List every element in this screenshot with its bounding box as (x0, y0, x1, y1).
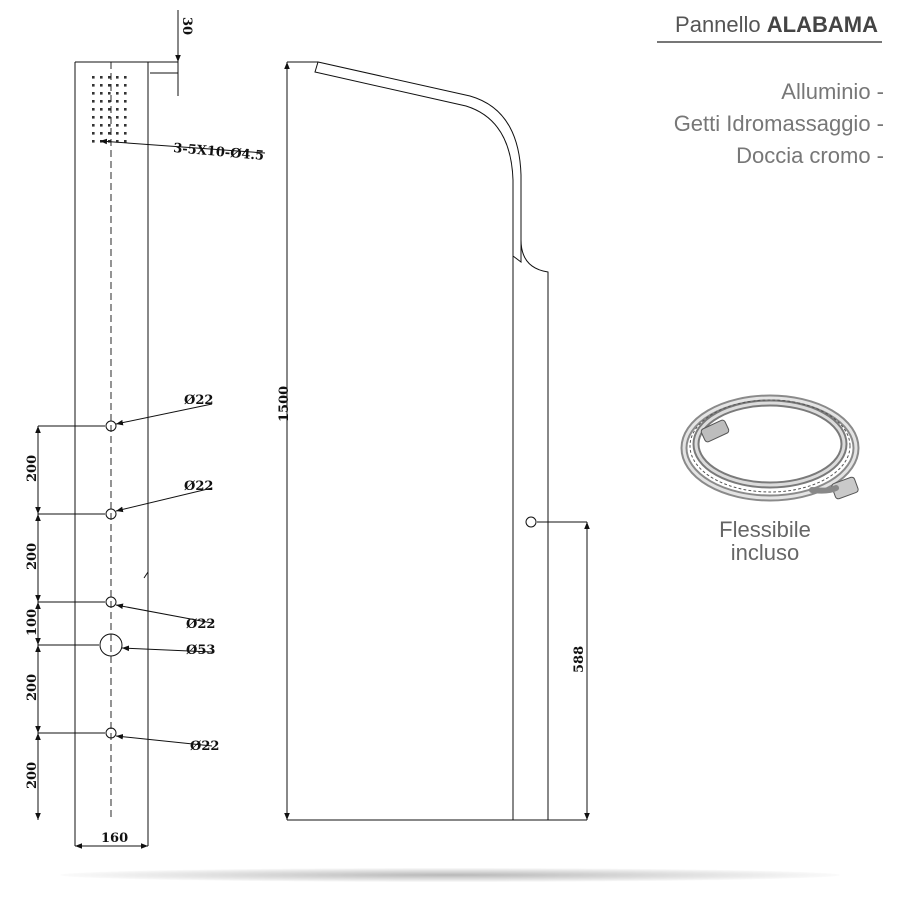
feature-list: Alluminio - Getti Idromassaggio - Doccia… (674, 76, 884, 172)
spacing-label-5: 200 (25, 762, 40, 789)
feature-item: Getti Idromassaggio - (673, 111, 884, 136)
nozzle-spec-label: 3-5X10-Ø4.5 (173, 141, 265, 164)
title-prefix: Pannello (675, 12, 761, 37)
floor-shadow (60, 868, 840, 882)
stray-tick (143, 571, 149, 579)
outlet-3-circle (105, 596, 117, 608)
outlet-3-label: Ø22 (186, 617, 215, 632)
height-label: 1500 (277, 386, 292, 422)
outlet-1-circle (105, 420, 117, 432)
outlet-3-leader (115, 603, 213, 624)
outlet-4-label: Ø53 (186, 643, 215, 658)
page-title: Pannello ALABAMA (657, 12, 882, 43)
outlet-1-label: Ø22 (184, 393, 213, 408)
title-model: ALABAMA (766, 12, 878, 37)
hose-caption-line-2: incluso (730, 540, 800, 565)
width-label: 160 (101, 831, 128, 846)
outlet-4-circle (99, 633, 123, 657)
hose-caption: Flessibile incluso (690, 518, 840, 564)
shower-hose-icon (680, 394, 860, 502)
outlet-5-leader (115, 733, 213, 747)
side-view (284, 61, 590, 821)
feature-item: Doccia cromo - (736, 143, 884, 168)
hose-caption-line-1: Flessibile (719, 517, 811, 542)
connection-height-label: 588 (572, 646, 587, 673)
spacing-label-3: 100 (25, 609, 40, 636)
outlet-2-circle (105, 508, 117, 520)
outlet-5-label: Ø22 (190, 739, 219, 754)
spacing-label-4: 200 (25, 674, 40, 701)
side-panel-back-curve (520, 239, 549, 820)
front-view (35, 10, 266, 849)
feature-item: Alluminio - (781, 79, 884, 104)
outlet-2-leader (115, 487, 213, 513)
side-panel-profile-top (314, 61, 522, 820)
outlet-1-leader (115, 403, 213, 426)
nozzle-spec-leader (99, 138, 266, 154)
connection-circle (525, 516, 537, 528)
spacing-label-1: 200 (25, 455, 40, 482)
outlet-5-circle (105, 727, 117, 739)
outlet-2-label: Ø22 (184, 479, 213, 494)
massage-nozzle-grid (92, 76, 130, 146)
outlet-4-leader (121, 645, 213, 653)
spacing-label-2: 200 (25, 543, 40, 570)
top-offset-label: 30 (179, 17, 194, 35)
